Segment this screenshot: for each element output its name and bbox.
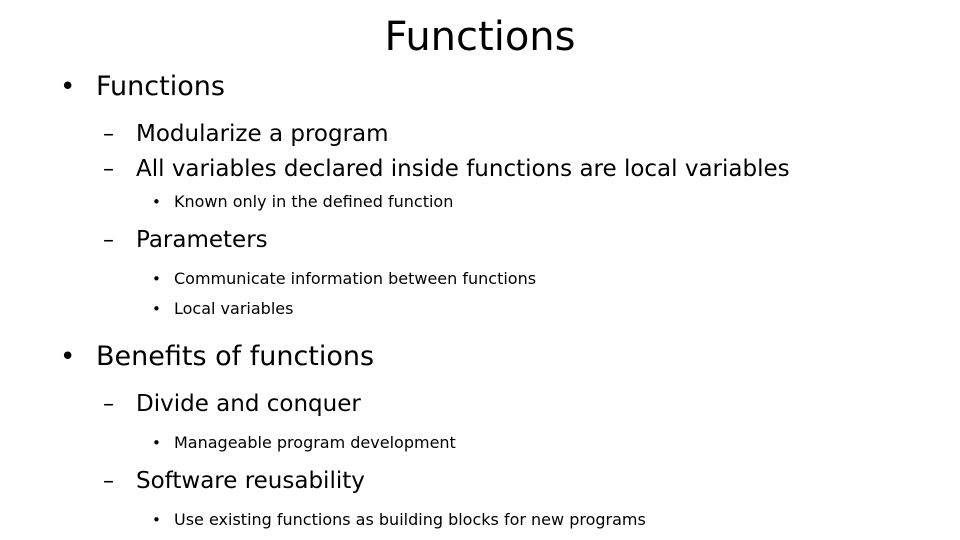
bullet-text: All variables declared inside functions … <box>136 156 790 182</box>
bullet-item-level-2: –Divide and conquer <box>0 390 960 421</box>
bullet-item-level-3: • Use existing functions as building bloc… <box>0 508 960 534</box>
bullet-item-level-2: –Parameters <box>0 226 960 257</box>
dot-marker-icon: • <box>152 511 161 529</box>
dash-marker-icon: – <box>103 392 114 417</box>
dot-marker-icon: • <box>60 342 76 372</box>
dash-marker-icon: – <box>103 122 114 147</box>
dot-marker-icon: • <box>152 193 161 211</box>
bullet-text: Divide and conquer <box>136 391 361 417</box>
bullet-item-level-1: • Benefits of functions <box>0 340 960 380</box>
bullet-item-level-2: –Modularize a program <box>0 120 960 151</box>
bullet-text: Modularize a program <box>136 121 389 147</box>
bullet-item-level-3: • Manageable program development <box>0 431 960 457</box>
dot-marker-icon: • <box>60 72 76 102</box>
bullet-text: Functions <box>96 71 225 102</box>
bullet-text: Parameters <box>136 227 268 253</box>
dash-marker-icon: – <box>103 157 114 182</box>
bullet-text: Manageable program development <box>174 433 456 452</box>
bullet-item-level-3: • Local variables <box>0 297 960 323</box>
bullet-text: Use existing functions as building block… <box>174 510 646 529</box>
bullet-text: Software reusability <box>136 468 365 494</box>
bullet-item-level-2: –Software reusability <box>0 467 960 498</box>
bullet-item-level-3: • Known only in the defined function <box>0 190 960 216</box>
dash-marker-icon: – <box>103 228 114 253</box>
dot-marker-icon: • <box>152 270 161 288</box>
dot-marker-icon: • <box>152 434 161 452</box>
slide-title: Functions <box>384 14 576 60</box>
bullet-item-level-1: • Functions <box>0 70 960 110</box>
bullet-item-level-2: –All variables declared inside functions… <box>0 155 960 186</box>
bullet-text: Known only in the defined function <box>174 192 454 211</box>
bullet-item-level-3: • Communicate information between functio… <box>0 267 960 293</box>
bullet-text: Benefits of functions <box>96 341 375 372</box>
dot-marker-icon: • <box>152 300 161 318</box>
bullet-text: Local variables <box>174 299 294 318</box>
dash-marker-icon: – <box>103 469 114 494</box>
bullet-text: Communicate information between function… <box>174 269 537 288</box>
slide-body-content: •Functions–Modularize a program–All vari… <box>0 70 960 540</box>
